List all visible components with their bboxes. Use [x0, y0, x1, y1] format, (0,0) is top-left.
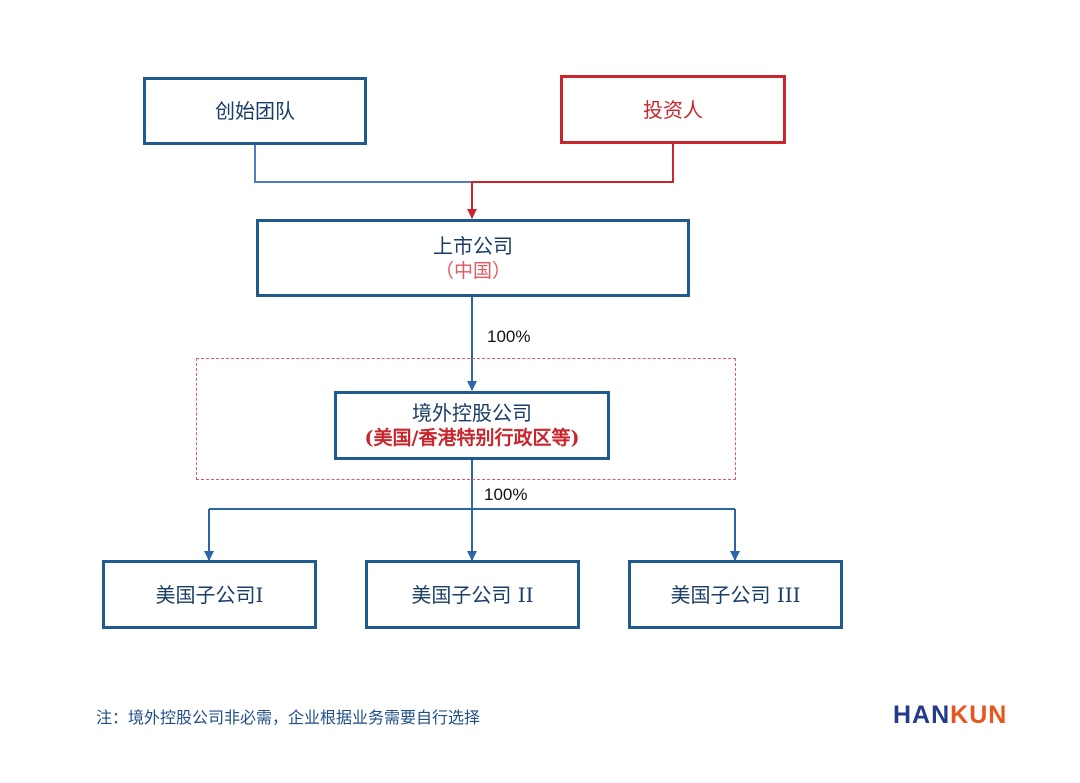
investors-label: 投资人: [643, 97, 703, 122]
logo-part-kun: KUN: [950, 701, 1008, 729]
us-subsidiary-1-label: 美国子公司I: [155, 582, 264, 607]
footnote: 注：境外控股公司非必需，企业根据业务需要自行选择: [96, 708, 481, 727]
investors-box: 投资人: [560, 75, 786, 144]
listed-company-region: （中国）: [434, 259, 511, 282]
founding-team-label: 创始团队: [215, 99, 295, 123]
offshore-holding-label: 境外控股公司: [412, 400, 532, 425]
offshore-holding-box: 境外控股公司 (美国/香港特别行政区等): [334, 391, 610, 460]
offshore-to-subsidiaries-percentage: 100%: [484, 485, 528, 504]
us-subsidiary-2-label: 美国子公司 II: [411, 582, 534, 607]
founding-team-line: [254, 144, 472, 183]
us-subsidiary-2-box: 美国子公司 II: [365, 560, 580, 629]
offshore-holding-region: (美国/香港特别行政区等): [364, 426, 580, 449]
logo-part-han: HAN: [893, 701, 951, 729]
listed-company-box: 上市公司 （中国）: [256, 219, 690, 297]
us-subsidiary-3-label: 美国子公司 III: [670, 582, 801, 607]
investors-line: [467, 143, 674, 219]
optional-region-frame: [196, 358, 736, 480]
us-subsidiary-3-box: 美国子公司 III: [628, 560, 843, 629]
hankun-logo: HANKUN: [893, 701, 1007, 730]
listed-company-label: 上市公司: [433, 233, 513, 258]
us-subsidiary-1-box: 美国子公司I: [102, 560, 317, 629]
listed-to-offshore-percentage: 100%: [487, 327, 531, 346]
founding-team-box: 创始团队: [143, 77, 367, 145]
